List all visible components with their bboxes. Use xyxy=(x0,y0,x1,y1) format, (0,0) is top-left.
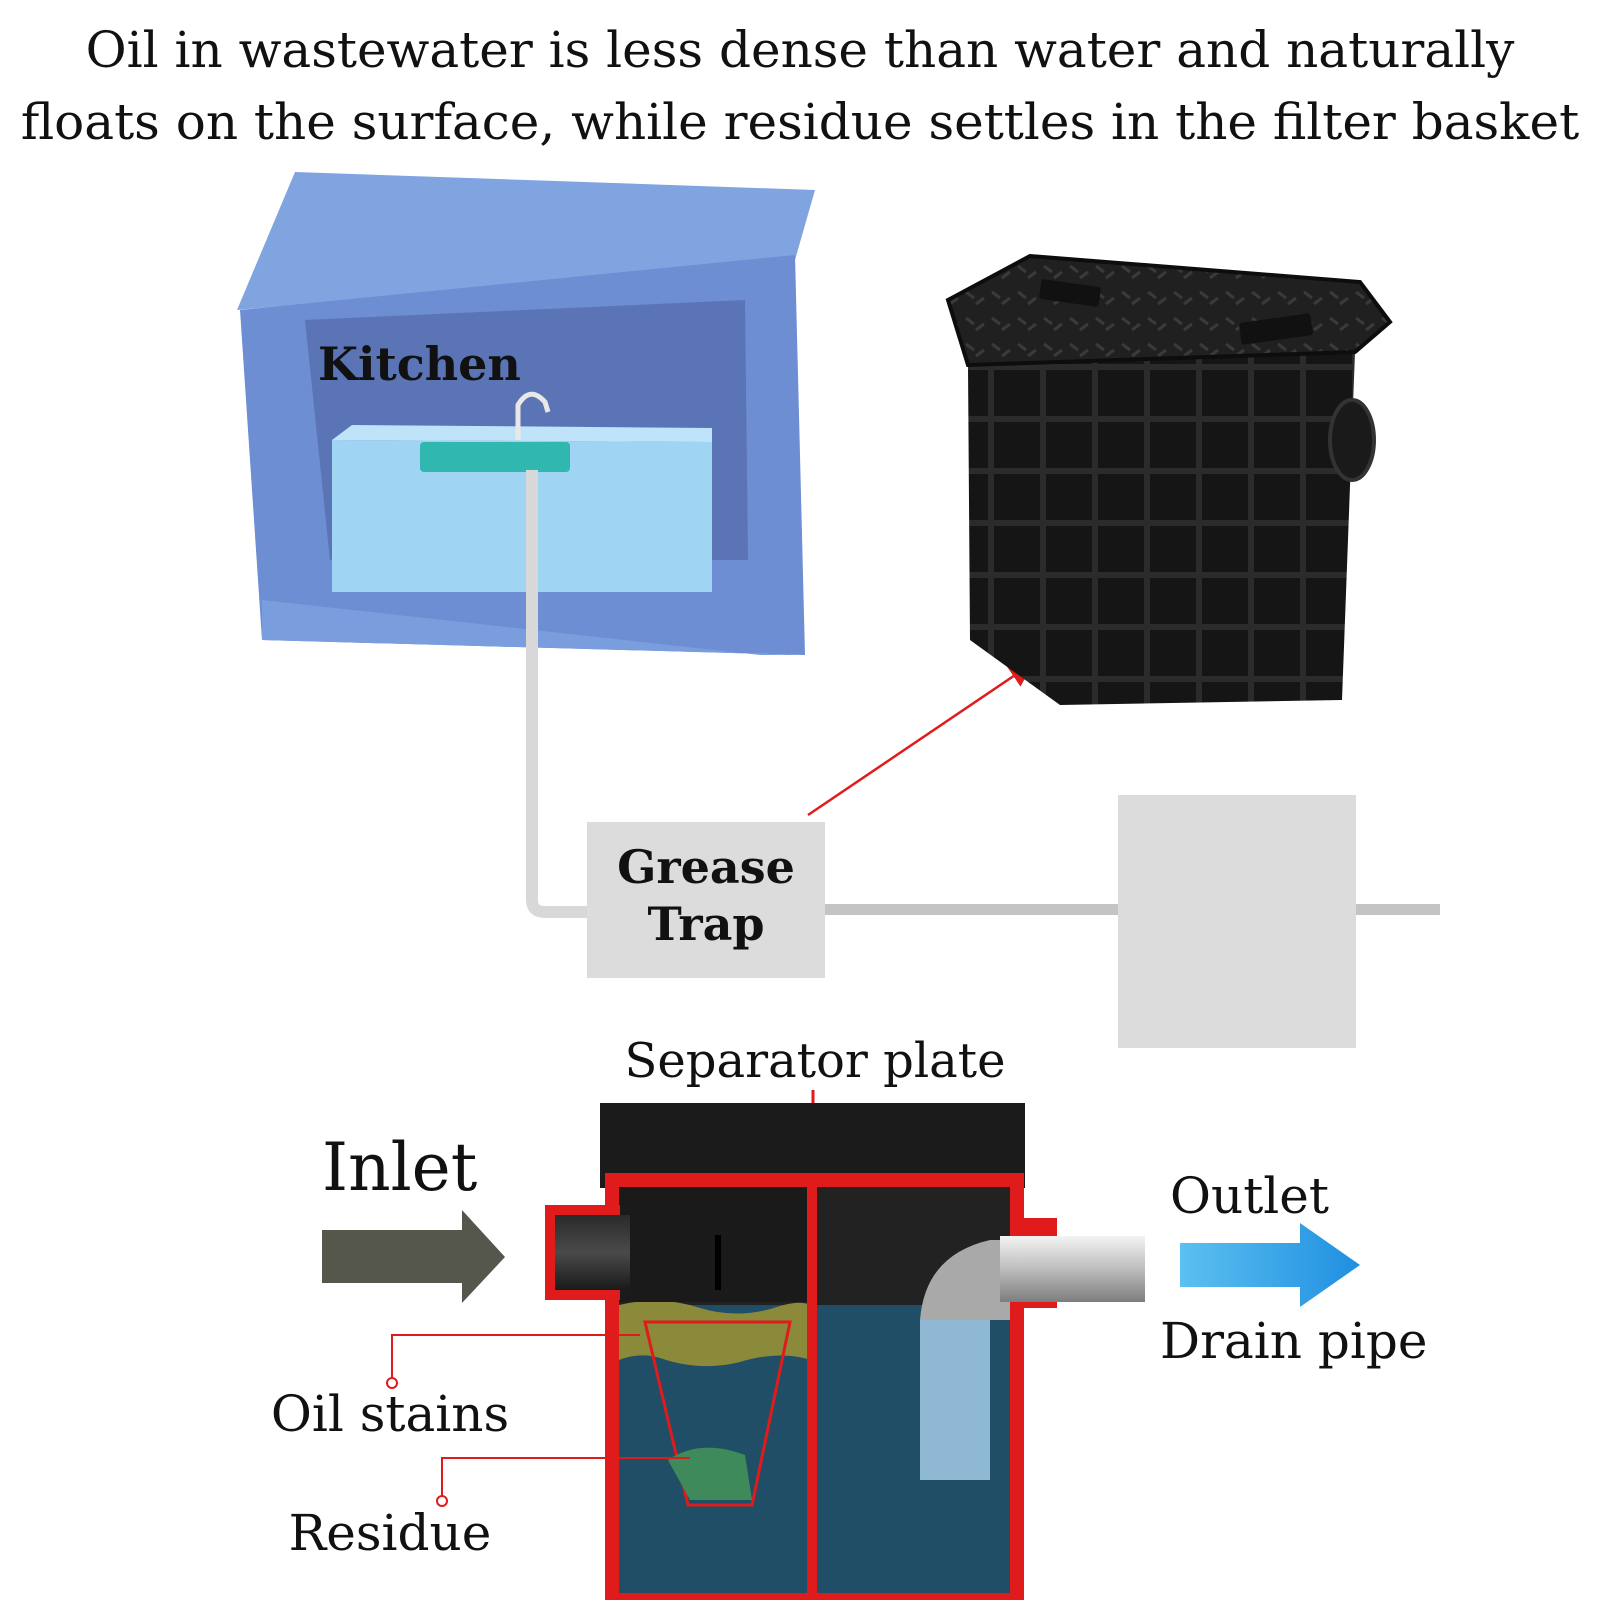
faucet xyxy=(515,391,551,440)
lid-handle-right xyxy=(1239,313,1313,345)
grease-trap-product xyxy=(945,253,1393,705)
connecting-pipe xyxy=(823,904,1120,915)
lid-handle-left xyxy=(1039,279,1101,307)
residue-leader-dot xyxy=(436,1495,448,1507)
grease-trap-box xyxy=(587,822,825,978)
headline: Oil in wastewater is less dense than wat… xyxy=(0,14,1600,158)
product-body xyxy=(968,352,1355,705)
grease-trap-label-line-2: Trap xyxy=(647,897,764,951)
kitchen-countertop xyxy=(332,425,712,442)
kitchen-drain-pipe xyxy=(526,470,590,918)
outlet-label: Outlet xyxy=(1170,1167,1329,1225)
grease-trap-label-line-1: Grease xyxy=(617,840,795,894)
inlet-label: Inlet xyxy=(322,1129,477,1206)
outlet-arrow xyxy=(1180,1223,1360,1307)
kitchen-floor xyxy=(262,600,805,655)
sink-basin xyxy=(420,442,570,472)
outlet-pipe xyxy=(1000,1236,1145,1302)
headline-line-2: floats on the surface, while residue set… xyxy=(20,93,1580,151)
separator-plate xyxy=(807,1180,817,1600)
inlet-arrow xyxy=(322,1210,505,1303)
kitchen-label: Kitchen xyxy=(318,337,521,391)
residue-label: Residue xyxy=(289,1504,492,1562)
oil-stains-label: Oil stains xyxy=(271,1385,509,1443)
oil-stains-leader-dot xyxy=(386,1377,398,1389)
exit-pipe xyxy=(1355,904,1440,915)
residue-leader xyxy=(441,1457,690,1496)
tank-cross-section xyxy=(545,1103,1145,1600)
oil-stains-leader xyxy=(391,1334,640,1378)
pointer-arrow xyxy=(807,662,1035,817)
filter-basket xyxy=(643,1320,792,1507)
inlet-pipe-stub xyxy=(555,1215,630,1290)
secondary-box xyxy=(1118,795,1356,1048)
drain-pipe-label: Drain pipe xyxy=(1160,1312,1427,1370)
outlet-riser-pipe xyxy=(920,1320,990,1480)
kitchen-room xyxy=(237,172,815,655)
product-outlet-port xyxy=(1328,398,1376,482)
outlet-elbow xyxy=(920,1240,1010,1320)
residue-mass xyxy=(668,1447,752,1500)
kitchen-cabinet xyxy=(332,440,712,592)
oil-layer xyxy=(619,1300,811,1367)
inlet-slot xyxy=(715,1235,721,1290)
kitchen-roof xyxy=(237,172,815,310)
separator-plate-label: Separator plate xyxy=(625,1033,1006,1089)
headline-line-1: Oil in wastewater is less dense than wat… xyxy=(85,21,1515,79)
product-lid xyxy=(945,253,1393,368)
